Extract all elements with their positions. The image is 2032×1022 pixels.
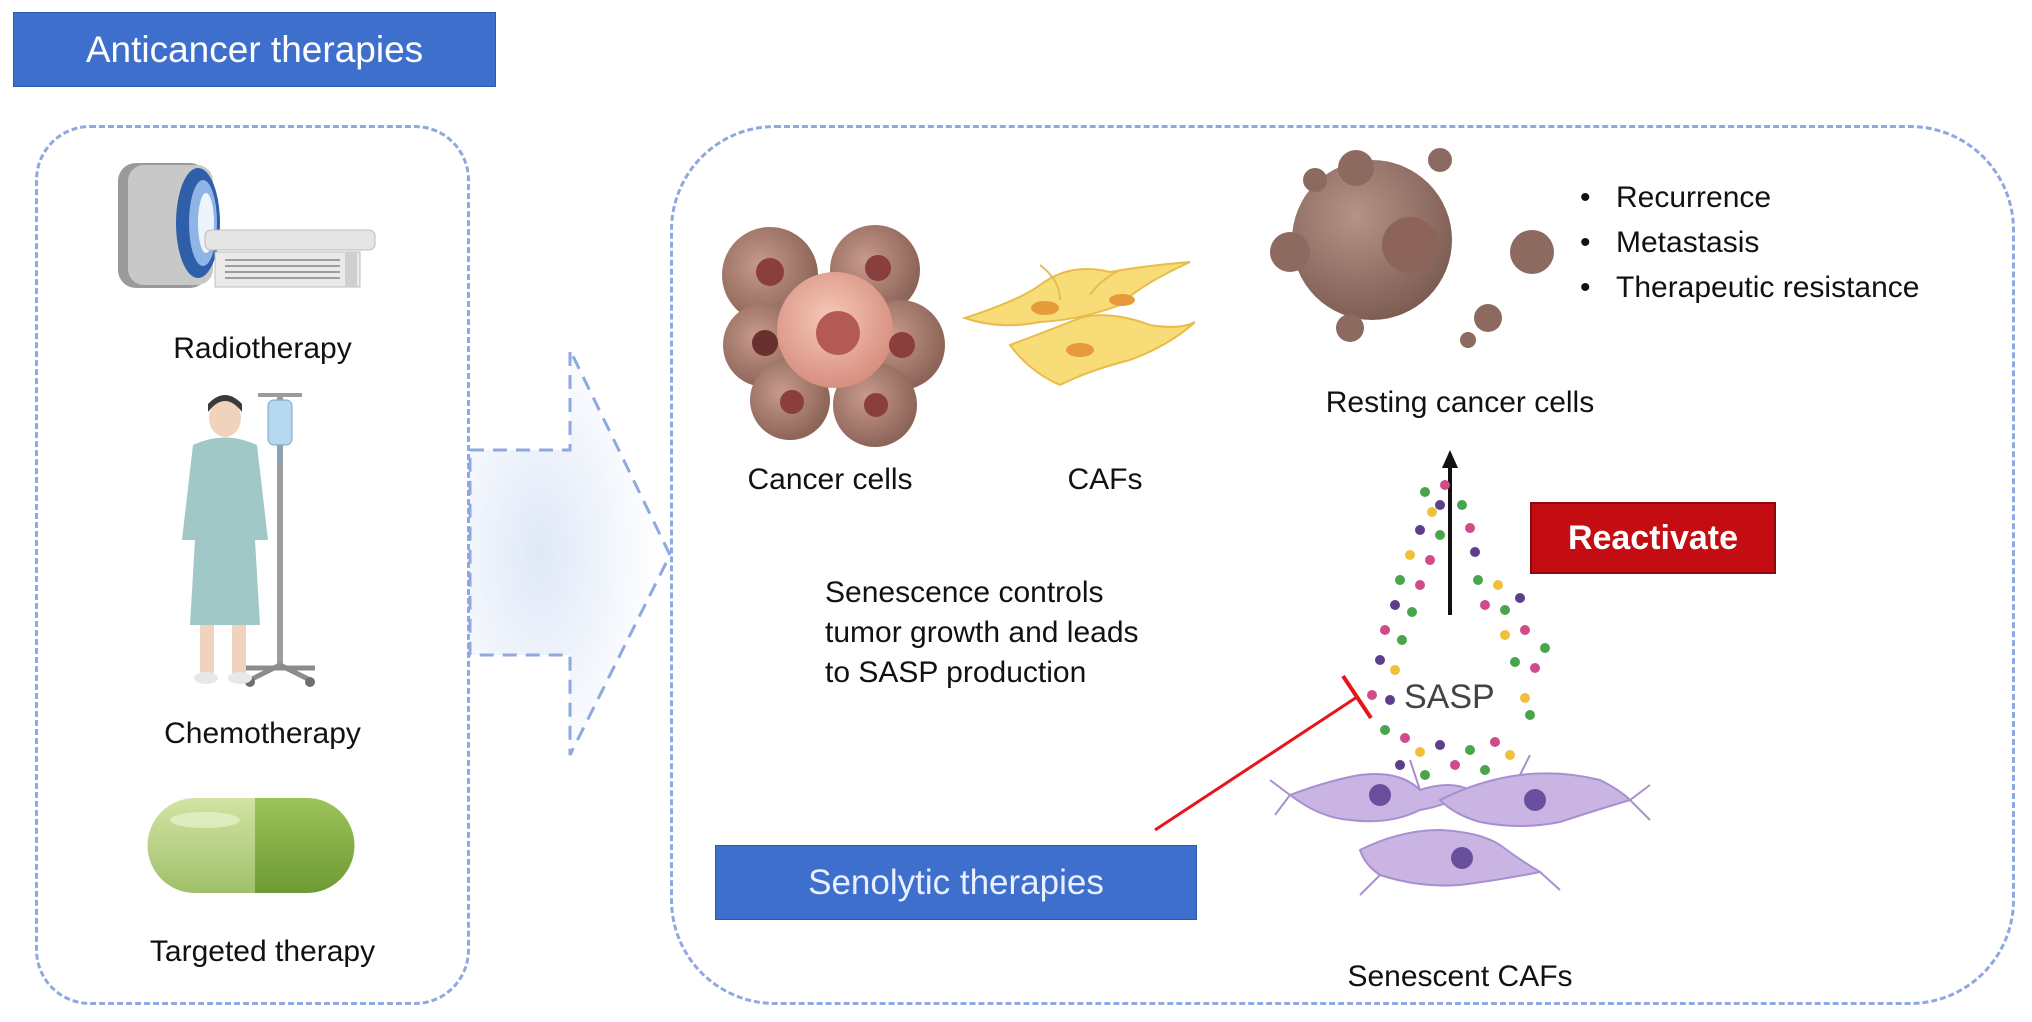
chemotherapy-label: Chemotherapy bbox=[120, 717, 405, 751]
therapies-panel bbox=[35, 125, 470, 1005]
description-line: tumor growth and leads bbox=[825, 613, 1139, 653]
outcomes-list: Recurrence Metastasis Therapeutic resist… bbox=[1580, 175, 1920, 310]
senolytic-therapies-box: Senolytic therapies bbox=[715, 845, 1197, 920]
transition-arrow bbox=[470, 350, 670, 755]
outcome-item: Metastasis bbox=[1580, 220, 1920, 265]
senescent-cafs-label: Senescent CAFs bbox=[1310, 960, 1610, 994]
resting-cancer-cells-label: Resting cancer cells bbox=[1300, 386, 1620, 420]
senescence-description: Senescence controls tumor growth and lea… bbox=[825, 573, 1139, 693]
anticancer-therapies-header: Anticancer therapies bbox=[13, 12, 496, 87]
description-line: Senescence controls bbox=[825, 573, 1139, 613]
outcome-item: Therapeutic resistance bbox=[1580, 265, 1920, 310]
sasp-label: SASP bbox=[1400, 678, 1499, 717]
cancer-cells-label: Cancer cells bbox=[730, 463, 930, 497]
cafs-label: CAFs bbox=[1045, 463, 1165, 497]
reactivate-badge: Reactivate bbox=[1530, 502, 1776, 574]
description-line: to SASP production bbox=[825, 653, 1139, 693]
radiotherapy-label: Radiotherapy bbox=[120, 332, 405, 366]
outcome-item: Recurrence bbox=[1580, 175, 1920, 220]
targeted-therapy-label: Targeted therapy bbox=[110, 935, 415, 969]
